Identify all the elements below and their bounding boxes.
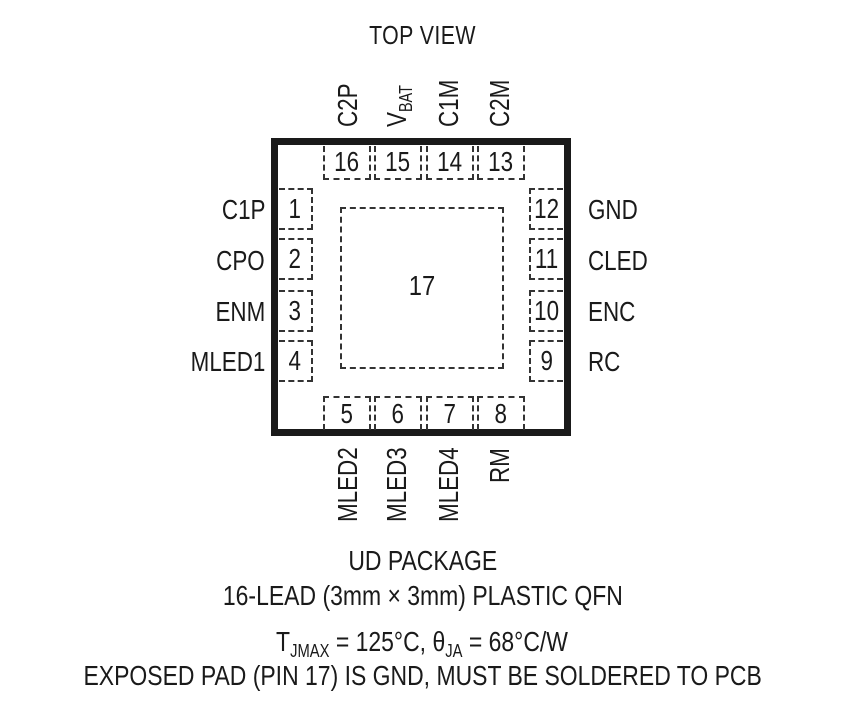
pin-2: 2 [279,238,313,280]
pin-16: 16 [323,146,371,180]
pin-label-12: GND [588,194,638,225]
pin-label-3: ENM [215,296,265,327]
exposed-pad-number: 17 [408,270,436,301]
pin-label-10: ENC [588,296,636,327]
pin-label-7: MLED4 [433,447,464,523]
pin-label-5: MLED2 [332,447,363,523]
pin-3: 3 [279,290,313,332]
pin-label-8: RM [484,448,515,484]
package-name: UD PACKAGE [348,545,497,576]
pin-5: 5 [323,396,371,430]
pin-label-15: VBAT [381,85,416,127]
thermal-spec: TJMAX = 125°C, θJA = 68°C/W [276,626,569,661]
pin-label-13: C2M [484,79,515,127]
exposed-pad-note: EXPOSED PAD (PIN 17) IS GND, MUST BE SOL… [83,660,762,691]
pin-4: 4 [279,340,313,382]
pin-label-2: CPO [216,245,265,276]
pin-1: 1 [279,188,313,230]
pin-15: 15 [374,146,422,180]
exposed-pad [340,207,504,369]
pin-7: 7 [426,396,474,430]
pin-9: 9 [529,340,563,382]
pin-14: 14 [426,146,474,180]
pin-6: 6 [374,396,422,430]
view-label: TOP VIEW [369,20,476,50]
pin-label-6: MLED3 [381,447,412,523]
pin-8: 8 [477,396,525,430]
package-outline [271,138,571,436]
pin-label-9: RC [588,346,621,377]
pin-label-4: MLED1 [190,346,265,377]
pin-10: 10 [529,290,563,332]
pin-label-14: C1M [433,79,464,127]
pin-11: 11 [529,238,563,280]
pin-label-11: CLED [588,245,648,276]
package-description: 16-LEAD (3mm × 3mm) PLASTIC QFN [222,580,623,611]
pin-12: 12 [529,188,563,230]
pin-13: 13 [477,146,525,180]
pin-label-16: C2P [332,83,363,127]
pin-label-1: C1P [221,194,265,225]
